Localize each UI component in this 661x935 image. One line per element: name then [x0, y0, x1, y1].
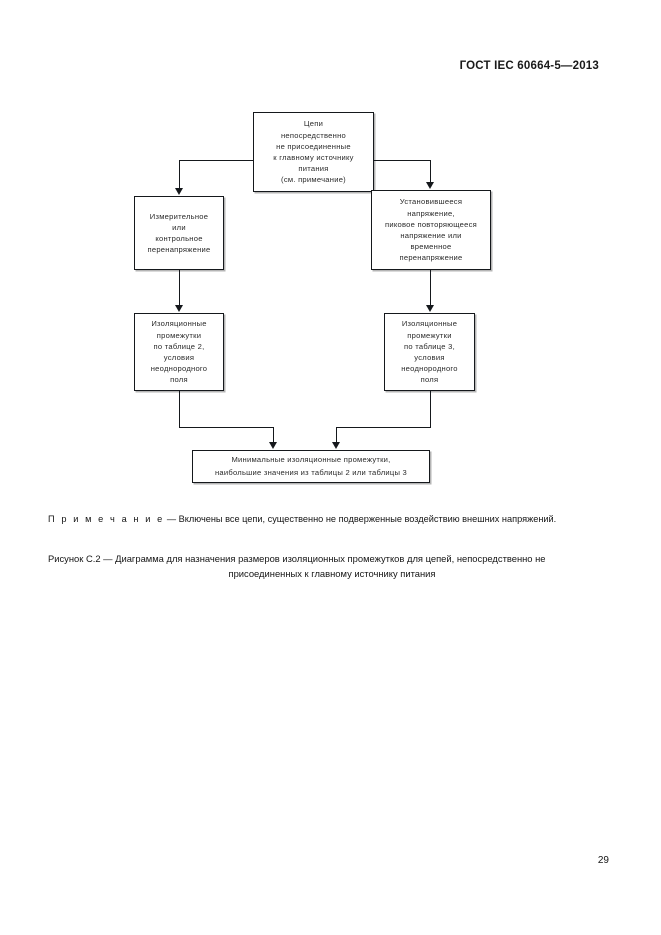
- flowchart-node-right-result-label: Изоляционные промежутки по таблице 3, ус…: [401, 319, 458, 385]
- flowchart-node-bottom-label: Минимальные изоляционные промежутки, наи…: [214, 455, 408, 477]
- flowchart-node-clearances-table3: Изоляционные промежутки по таблице 3, ус…: [384, 313, 475, 391]
- flowchart-node-steady-state-voltage: Установившееся напряжение, пиковое повто…: [371, 190, 491, 270]
- flowchart-node-top-label: Цепи непосредственно не присоединенные к…: [273, 119, 354, 185]
- flowchart-node-left-label: Измерительное или контрольное перенапряж…: [147, 211, 211, 255]
- figure-note-text: Включены все цепи, существенно не подвер…: [178, 514, 557, 524]
- figure-caption: Рисунок С.2 — Диаграмма для назначения р…: [48, 551, 616, 581]
- flowchart-node-right-label: Установившееся напряжение, пиковое повто…: [384, 197, 478, 263]
- connector-top-to-right-horizontal: [373, 160, 431, 162]
- arrowhead-into-left-result-node: [174, 305, 183, 312]
- page-number: 29: [597, 855, 609, 866]
- arrowhead-into-bottom-node-right: [331, 442, 340, 449]
- flowchart-node-minimum-clearances: Минимальные изоляционные промежутки, наи…: [192, 450, 430, 483]
- connector-top-to-right-vertical: [430, 160, 432, 183]
- connector-right-result-into-bottom: [336, 427, 338, 443]
- connector-left-result-down: [179, 391, 181, 428]
- flowchart-figure: Цепи непосредственно не присоединенные к…: [134, 112, 491, 483]
- flowchart-node-top: Цепи непосредственно не присоединенные к…: [253, 112, 374, 192]
- connector-right-result-across: [336, 427, 431, 429]
- connector-right-to-right-result: [430, 270, 432, 305]
- flowchart-node-measuring-overvoltage: Измерительное или контрольное перенапряж…: [134, 196, 224, 270]
- figure-note-lead: П р и м е ч а н и е: [48, 514, 165, 524]
- document-header-standard-number: ГОСТ IEC 60664-5—2013: [459, 60, 599, 72]
- connector-right-result-down: [430, 391, 432, 428]
- connector-left-to-left-result: [179, 270, 181, 305]
- arrowhead-into-left-node: [174, 188, 183, 195]
- arrowhead-into-right-node: [425, 182, 434, 189]
- flowchart-node-left-result-label: Изоляционные промежутки по таблице 2, ус…: [150, 319, 208, 385]
- connector-left-result-into-bottom: [273, 427, 275, 443]
- arrowhead-into-right-result-node: [425, 305, 434, 312]
- figure-caption-line-1: Рисунок С.2 — Диаграмма для назначения р…: [48, 553, 546, 564]
- connector-top-to-left-vertical: [179, 160, 181, 189]
- flowchart-node-clearances-table2: Изоляционные промежутки по таблице 2, ус…: [134, 313, 224, 391]
- figure-note: П р и м е ч а н и е — Включены все цепи,…: [48, 512, 616, 527]
- figure-note-dash: —: [164, 514, 179, 524]
- figure-caption-line-2: присоединенных к главному источнику пита…: [228, 568, 436, 579]
- arrowhead-into-bottom-node-left: [268, 442, 277, 449]
- connector-left-result-across: [179, 427, 274, 429]
- connector-top-to-left-horizontal: [179, 160, 254, 162]
